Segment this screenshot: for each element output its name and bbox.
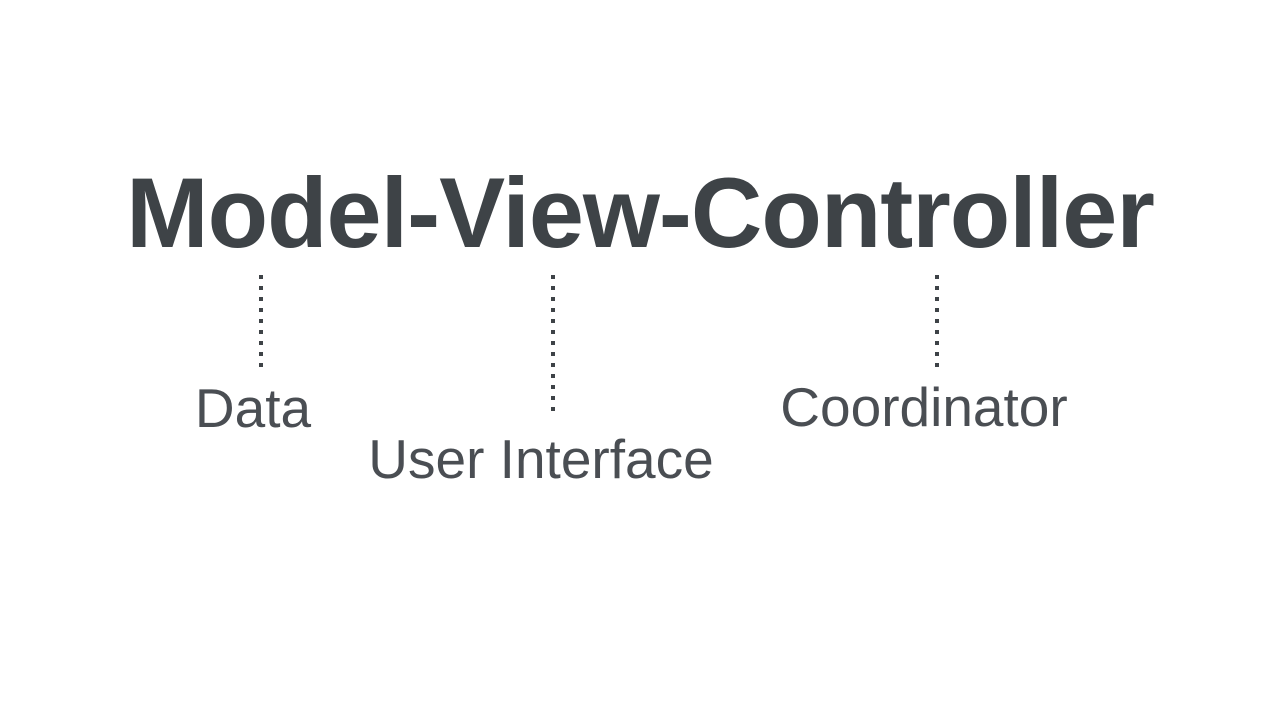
connector-line-controller xyxy=(935,275,939,369)
label-model-meaning: Data xyxy=(194,377,312,439)
connector-line-view xyxy=(551,275,555,417)
label-view-meaning: User Interface xyxy=(368,428,714,490)
diagram-title: Model-View-Controller xyxy=(126,157,1155,268)
label-controller-meaning: Coordinator xyxy=(780,376,1068,438)
connector-line-model xyxy=(259,275,263,370)
